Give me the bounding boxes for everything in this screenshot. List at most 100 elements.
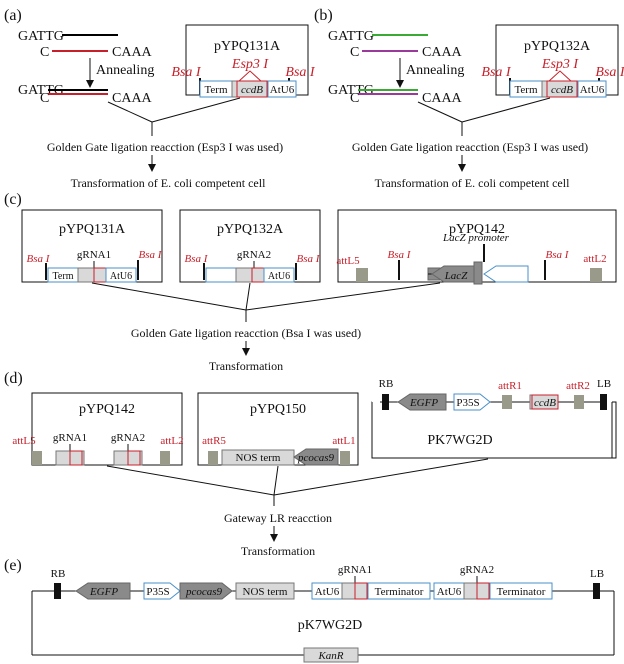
term-label: Term (53, 271, 74, 282)
grna1-label: gRNA1 (338, 564, 372, 576)
panel-c: (c) pYPQ131A Bsa I Bsa I gRNA1 Term AtU6… (4, 191, 617, 373)
bsa-right-label: Bsa I (595, 65, 624, 80)
ligation-text: Golden Gate ligation reacction (Esp3 I w… (47, 140, 283, 154)
nos-term-box (235, 582, 295, 600)
oligo-bot-left: C (40, 45, 49, 60)
egfp-label: EGFP (409, 397, 438, 409)
attl5-label: attL5 (12, 435, 36, 447)
p142-box (31, 392, 183, 466)
pcocas9-label: pcocas9 (185, 586, 223, 598)
oligo-bot-right: CAAA (422, 45, 463, 60)
nos-term-label: NOS term (236, 452, 281, 464)
annealing-label: Annealing (96, 63, 154, 78)
egfp-label: EGFP (89, 586, 118, 598)
transformation-text: Transformation (209, 359, 283, 373)
lb-marker (593, 583, 600, 599)
plasmid-name: pYPQ131A (59, 222, 126, 237)
attl2-label: attL2 (583, 253, 606, 265)
rb-label: RB (379, 378, 394, 390)
lacz-label: LacZ (444, 270, 469, 282)
p35s-arrow (143, 582, 181, 600)
rb-marker (382, 394, 389, 410)
pcocas9-arrow (293, 448, 339, 466)
oligo-bot-right: CAAA (112, 45, 153, 60)
atu6-label: AtU6 (437, 586, 462, 598)
attr5-label: attR5 (202, 435, 226, 447)
oligo-top-seq: GATTG (18, 29, 64, 44)
plasmid-name: PK7WG2D (427, 433, 492, 448)
transformation-text: Transformation (241, 544, 315, 558)
bsa-right-label: Bsa I (285, 65, 316, 80)
rb-label: RB (51, 568, 66, 580)
panel-d-label: (d) (4, 370, 23, 387)
bsa-label: Bsa I (139, 249, 163, 261)
bsa-label: Bsa I (546, 249, 570, 261)
kanr-label: KanR (317, 650, 343, 662)
lacz-promoter-label: LacZ promoter (442, 232, 510, 244)
plasmid-name: pYPQ142 (79, 402, 135, 417)
bsa-label: Bsa I (297, 253, 321, 265)
attl1-label: attL1 (332, 435, 355, 447)
lacz-promoter-arrow (483, 265, 529, 283)
panel-c-label: (c) (4, 191, 22, 208)
plasmid-name: pYPQ132A (524, 39, 591, 54)
attl5-label: attL5 (336, 255, 360, 267)
atu6-label: AtU6 (580, 84, 605, 96)
nos-term-label: NOS term (243, 586, 288, 598)
duplex-bot-left: C (350, 91, 359, 106)
pcocas9-label: pcocas9 (297, 452, 335, 464)
bsa-left-label: Bsa I (481, 65, 512, 80)
bsa-label: Bsa I (388, 249, 412, 261)
term-label: Term (204, 84, 227, 96)
transformation-text: Transformation of E. coli competent cell (375, 176, 571, 190)
attr1-label: attR1 (498, 380, 522, 392)
plasmid-name: pK7WG2D (298, 618, 363, 633)
lb-label: LB (597, 378, 611, 390)
p35s-arrow (453, 393, 491, 411)
egfp-arrow (397, 393, 447, 411)
panel-d: (d) pYPQ142 attL5 gRNA1 gRNA2 attL2 pYPQ… (4, 370, 617, 558)
panel-a: (a) GATTG C CAAA Annealing GATTG C CAAA … (4, 7, 316, 190)
atu6-label: AtU6 (270, 84, 295, 96)
grna2-label: gRNA2 (460, 564, 494, 576)
gateway-text: Gateway LR reacction (224, 511, 332, 525)
lb-label: LB (590, 568, 604, 580)
duplex-bot-left: C (40, 91, 49, 106)
grna1-label: gRNA1 (53, 432, 87, 444)
transformation-text: Transformation of E. coli competent cell (71, 176, 267, 190)
p35s-label: P35S (146, 586, 169, 598)
ccdb-label: ccdB (534, 397, 556, 409)
lb-marker (600, 394, 607, 410)
panel-e: (e) RB EGFP P35S pcocas9 NOS term AtU6 g… (4, 557, 615, 663)
ccdb-label: ccdB (551, 84, 573, 96)
bsa-label: Bsa I (185, 253, 209, 265)
duplex-bot-right: CAAA (112, 91, 153, 106)
panel-a-label: (a) (4, 7, 22, 24)
atu6-label: AtU6 (268, 271, 290, 282)
plasmid-name: pYPQ132A (217, 222, 284, 237)
attr2-label: attR2 (566, 380, 590, 392)
ligation-text: Golden Gate ligation reacction (Esp3 I w… (352, 140, 588, 154)
kanr-box (303, 647, 359, 663)
esp-label: Esp3 I (541, 57, 580, 72)
p35s-label: P35S (456, 397, 479, 409)
lacz-arrow (431, 265, 475, 283)
atu6-label: AtU6 (110, 271, 132, 282)
attl2-label: attL2 (160, 435, 183, 447)
duplex-bot-right: CAAA (422, 91, 463, 106)
terminator-label: Terminator (375, 586, 424, 598)
atu6-label: AtU6 (315, 586, 340, 598)
esp-label: Esp3 I (231, 57, 270, 72)
grna-label: gRNA1 (77, 249, 111, 261)
panel-e-label: (e) (4, 557, 22, 574)
oligo-top-seq: GATTG (328, 29, 374, 44)
plasmid-name: pYPQ142 (449, 222, 505, 237)
annealing-label: Annealing (406, 63, 464, 78)
term-label: Term (514, 84, 537, 96)
ccdb-label: ccdB (241, 84, 263, 96)
panel-b: (b) GATTG C CAAA Annealing GATTG C CAAA … (314, 7, 624, 190)
terminator-label: Terminator (497, 586, 546, 598)
panel-b-label: (b) (314, 7, 333, 24)
plasmid-name: pYPQ150 (250, 402, 306, 417)
rb-marker (54, 583, 61, 599)
